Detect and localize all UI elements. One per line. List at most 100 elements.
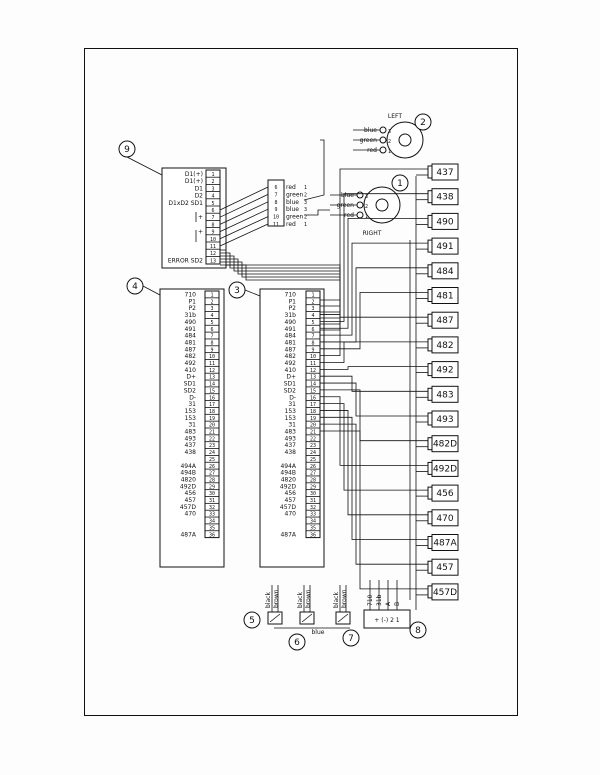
strip4-pin-number: 31 [209,498,215,504]
connector-label: 484 [436,267,453,277]
strip3-terminal-label: 494A [280,463,296,470]
strip3-pin-number: 13 [310,375,316,381]
sensor-cable [303,139,325,201]
strip3-terminal-label: 493 [285,435,297,442]
callout-circle [243,611,261,629]
strip3-terminal-label: 456 [285,490,297,497]
strip4-pin-number: 18 [209,409,215,415]
strip3-terminal-label: D+ [286,374,296,381]
sensor-pin [379,136,387,144]
strip4-pin-number: 30 [209,491,215,497]
strip4-terminal-label: 470 [185,511,197,518]
wire [220,264,341,331]
connector-plug [427,264,433,278]
sensor-wire-color: red [344,212,354,219]
plug-pin-label: A [385,601,392,606]
strip3-terminal-label: 710 [285,292,297,299]
module-9-label: D2 [195,193,204,200]
sensor-pin-number: 2 [388,139,391,145]
wire-side-number: 1 [304,185,307,191]
strip4-pin-number: 8 [210,340,213,346]
callout-number: 8 [415,626,421,636]
wire [320,217,410,329]
wire [219,223,269,247]
strip3-pin-number: 27 [310,471,316,477]
strip3-pin-number: 29 [310,484,316,490]
strip4-terminal-label: 456 [185,490,197,497]
strip4-terminal-label: 481 [185,339,197,346]
strip4-terminal-label: 493 [185,435,197,442]
strip4-terminal-label: 31b [185,312,197,319]
strip3-terminal-label: 410 [285,367,297,374]
strip3-pin-number: 3 [311,306,314,312]
callout-number: 9 [124,145,130,155]
strip3-pin-number: 18 [310,409,316,415]
wire-side-number: 2 [304,192,307,198]
strip3-pin-number: 31 [310,498,316,504]
module-9-pin-number: 5 [211,201,214,207]
strip3-pin-number: 26 [310,464,316,470]
connector-plug [427,437,433,451]
wire-side-number: 1 [304,222,307,228]
strip3-terminal-label: 438 [285,449,297,456]
connector-plug [427,363,433,377]
callout-circle [409,621,427,639]
strip4-terminal-label: 483 [185,429,197,436]
strip4-terminal-label: SD1 [184,381,196,388]
wire [220,255,341,313]
wire [320,430,410,590]
wire [320,193,410,322]
sensor-pin [356,211,364,219]
sensor-pin-number: 2 [365,204,368,210]
wire-color-label: red [286,221,296,228]
strip3-pin-number: 5 [311,320,314,326]
leader-line [244,289,261,297]
connector-plug [427,190,433,204]
wire-number-block [267,179,285,227]
connector-plug [427,165,433,179]
wire-color-label: green [286,191,304,198]
strip3-terminal-label: 487A [280,531,296,538]
strip4-terminal-label: 494A [180,463,196,470]
wire [320,416,410,540]
wire-number: 11 [273,222,279,228]
strip3-terminal-label: 490 [285,319,297,326]
sensor-pin [379,126,387,134]
strip4-pin-number: 21 [209,430,215,436]
module-9-pin-number: 10 [210,237,216,243]
strip4-pin-number: 32 [209,505,215,511]
strip4-terminal-label: 437 [185,442,197,449]
module-9-pin-number: 4 [211,194,214,200]
strip4-terminal-label: 438 [185,449,197,456]
wire-color-label: blue [286,199,299,206]
module-9-label: + [198,229,203,236]
strip3-pin-number: 2 [311,299,314,305]
strip3-terminal-label: P2 [289,305,297,312]
strip3-terminal-label: 494B [280,470,296,477]
diagram-frame [84,48,518,716]
plug-pin-label: 31b [376,594,383,606]
brown-wire-label: brown [341,589,348,608]
strip4-pin-number: 22 [209,436,215,442]
strip3-pin-number: 1 [311,293,314,299]
strip3-terminal-label: 31 [288,422,296,429]
sensor-wire-color: red [367,147,377,154]
strip4-pin-number: 5 [210,320,213,326]
wire [219,216,269,240]
strip4-pin-number: 28 [209,477,215,483]
connector-label: 487A [433,539,457,549]
strip3-pin-number: 28 [310,477,316,483]
wire-color-label: red [286,184,296,191]
brown-wire-label: brown [305,589,312,608]
module-9-pin-number: 6 [211,208,214,214]
strip4-pin-number: 1 [210,293,213,299]
wire [320,423,410,565]
connector-plug [427,338,433,352]
wire [320,341,410,363]
connector-plug [427,585,433,599]
strip4-terminal-label: 490 [185,319,197,326]
strip4-pin-number: 12 [209,368,215,374]
wire [320,403,410,491]
switch-contact [337,613,349,623]
module-9-pin-number: 7 [211,215,214,221]
